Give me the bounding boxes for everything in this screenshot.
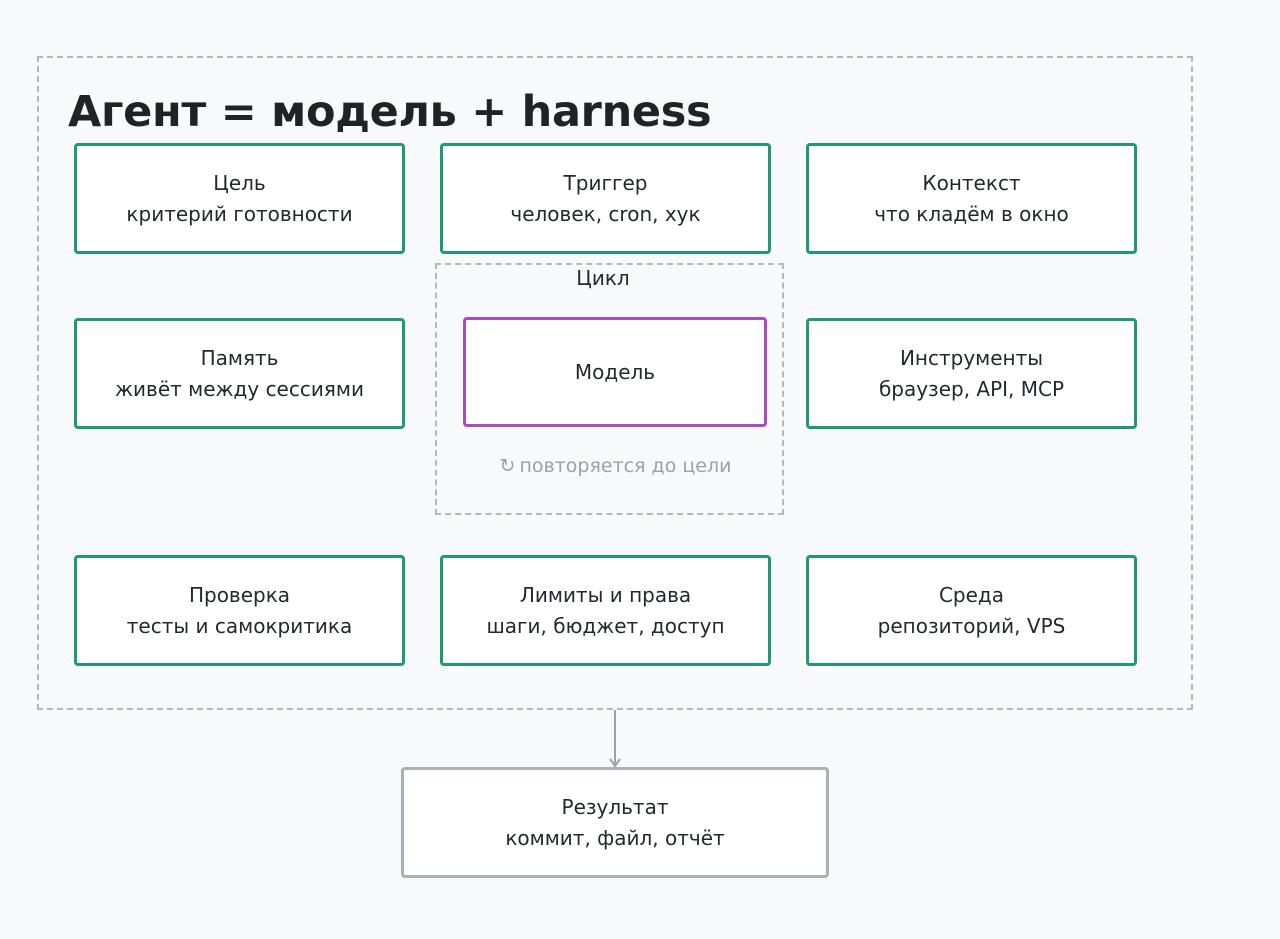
goal-box: Цель критерий готовности [74,143,405,254]
tools-subtitle: браузер, API, MCP [878,376,1065,401]
context-title: Контекст [922,170,1021,195]
context-box: Контекст что кладём в окно [806,143,1137,254]
harness-frame [37,56,1193,710]
tools-title: Инструменты [899,345,1044,370]
model-title: Модель [574,359,656,384]
limits-box: Лимиты и права шаги, бюджет, доступ [440,555,771,666]
trigger-subtitle: человек, cron, хук [510,201,701,226]
memory-title: Память [200,345,279,370]
env-box: Среда репозиторий, VPS [806,555,1137,666]
limits-subtitle: шаги, бюджет, доступ [486,613,725,638]
model-box: Модель [463,317,767,427]
context-subtitle: что кладём в окно [874,201,1069,226]
arrow-down-icon [609,710,621,768]
trigger-box: Триггер человек, cron, хук [440,143,771,254]
env-title: Среда [938,582,1005,607]
refresh-icon: ↻ [499,455,516,477]
loop-frame [435,263,784,515]
diagram-title: Агент = модель + harness [68,87,712,137]
check-box: Проверка тесты и самокритика [74,555,405,666]
trigger-title: Триггер [563,170,648,195]
loop-label: Цикл [576,266,630,290]
check-title: Проверка [188,582,291,607]
loop-note-text: повторяется до цели [519,455,732,477]
env-subtitle: репозиторий, VPS [877,613,1066,638]
result-subtitle: коммит, файл, отчёт [505,825,725,850]
loop-note: ↻повторяется до цели [435,451,796,481]
limits-title: Лимиты и права [519,582,692,607]
tools-box: Инструменты браузер, API, MCP [806,318,1137,429]
result-title: Результат [561,794,669,819]
goal-title: Цель [213,170,266,195]
memory-subtitle: живёт между сессиями [115,376,364,401]
memory-box: Память живёт между сессиями [74,318,405,429]
result-box: Результат коммит, файл, отчёт [401,767,829,878]
check-subtitle: тесты и самокритика [126,613,353,638]
goal-subtitle: критерий готовности [126,201,353,226]
